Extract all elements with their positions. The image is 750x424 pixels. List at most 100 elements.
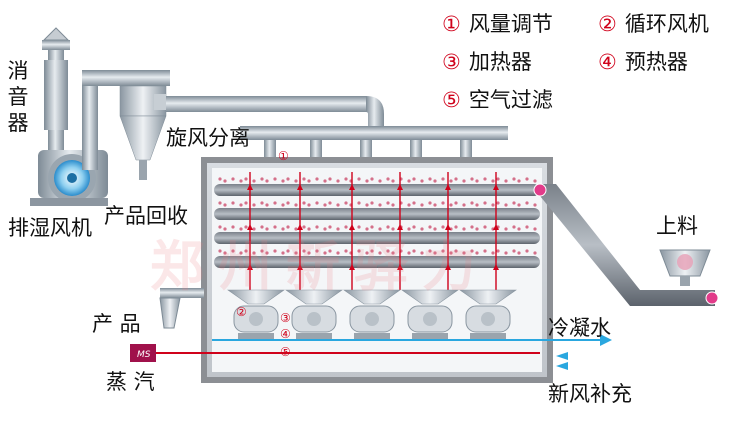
- particle: [470, 249, 474, 253]
- heater-unit: [401, 289, 459, 339]
- particle: [491, 203, 495, 207]
- particle: [462, 251, 466, 255]
- particle: [231, 225, 235, 229]
- particle: [475, 227, 479, 231]
- particle: [462, 203, 466, 207]
- particle: [391, 251, 395, 255]
- particle: [512, 177, 516, 181]
- particle: [286, 201, 290, 205]
- steam-line: [130, 344, 540, 362]
- particle: [378, 251, 382, 255]
- airflow-arrowhead: [397, 224, 403, 230]
- particle: [470, 177, 474, 181]
- particle: [357, 177, 361, 181]
- particle: [244, 177, 248, 181]
- particle: [454, 177, 458, 181]
- particle: [483, 249, 487, 253]
- particle: [218, 201, 222, 205]
- particle: [231, 201, 235, 205]
- particle: [336, 203, 340, 207]
- particle: [260, 177, 264, 181]
- particle: [244, 225, 248, 229]
- particle: [218, 177, 222, 181]
- return-duct: [240, 126, 508, 140]
- particle: [378, 227, 382, 231]
- heater-units: [227, 289, 517, 339]
- particle: [391, 203, 395, 207]
- particle: [525, 249, 529, 253]
- airflow-arrowhead: [493, 224, 499, 230]
- particle: [223, 227, 227, 231]
- particle: [239, 179, 243, 183]
- particle: [441, 177, 445, 181]
- particle: [273, 249, 277, 253]
- particle: [239, 251, 243, 255]
- particle: [344, 225, 348, 229]
- exhaust-fan-label: 排湿风机: [8, 216, 92, 240]
- cyclone-separator: [119, 85, 167, 180]
- particle: [302, 225, 306, 229]
- particle: [433, 251, 437, 255]
- particle: [365, 203, 369, 207]
- particle: [420, 179, 424, 183]
- marker-fan: ②: [236, 305, 247, 319]
- particle: [504, 251, 508, 255]
- particle: [433, 179, 437, 183]
- particle: [462, 179, 466, 183]
- particle: [517, 203, 521, 207]
- product-outlet: [159, 288, 204, 329]
- particle: [265, 227, 269, 231]
- particle: [533, 179, 537, 183]
- particle: [533, 203, 537, 207]
- particle: [336, 227, 340, 231]
- particle: [454, 249, 458, 253]
- particle: [475, 203, 479, 207]
- particle: [281, 227, 285, 231]
- particle: [252, 203, 256, 207]
- airflow-arrowhead: [397, 264, 403, 270]
- particle: [328, 249, 332, 253]
- particle: [265, 179, 269, 183]
- particle: [407, 179, 411, 183]
- particle: [344, 249, 348, 253]
- particle: [231, 177, 235, 181]
- marker-heater: ③: [280, 311, 291, 325]
- marker-preheater: ④: [280, 327, 291, 341]
- particle: [302, 201, 306, 205]
- particle: [454, 225, 458, 229]
- particle: [286, 177, 290, 181]
- particle: [412, 201, 416, 205]
- particle: [294, 179, 298, 183]
- particle: [428, 177, 432, 181]
- silencer-body: [44, 60, 68, 130]
- particle: [281, 251, 285, 255]
- particle: [407, 203, 411, 207]
- particle: [281, 203, 285, 207]
- particle: [504, 227, 508, 231]
- conveyor-belts: [214, 184, 540, 268]
- particle: [517, 251, 521, 255]
- particle: [223, 203, 227, 207]
- watermark: 郑州新驿力: [150, 235, 490, 298]
- particle: [307, 203, 311, 207]
- marker-filter: ⑤: [280, 345, 291, 359]
- particle: [407, 251, 411, 255]
- particle: [315, 249, 319, 253]
- airflow-arrowhead: [493, 264, 499, 270]
- particle: [441, 225, 445, 229]
- particle: [323, 251, 327, 255]
- airflow-arrowhead: [247, 184, 253, 190]
- inclined-feed-conveyor: [533, 183, 719, 306]
- particle: [386, 249, 390, 253]
- particle: [525, 225, 529, 229]
- steam-label: 蒸 汽: [106, 370, 155, 394]
- particle: [315, 201, 319, 205]
- particle: [470, 225, 474, 229]
- particle: [323, 179, 327, 183]
- particle: [517, 227, 521, 231]
- duct-drops: [264, 140, 472, 160]
- particle: [407, 227, 411, 231]
